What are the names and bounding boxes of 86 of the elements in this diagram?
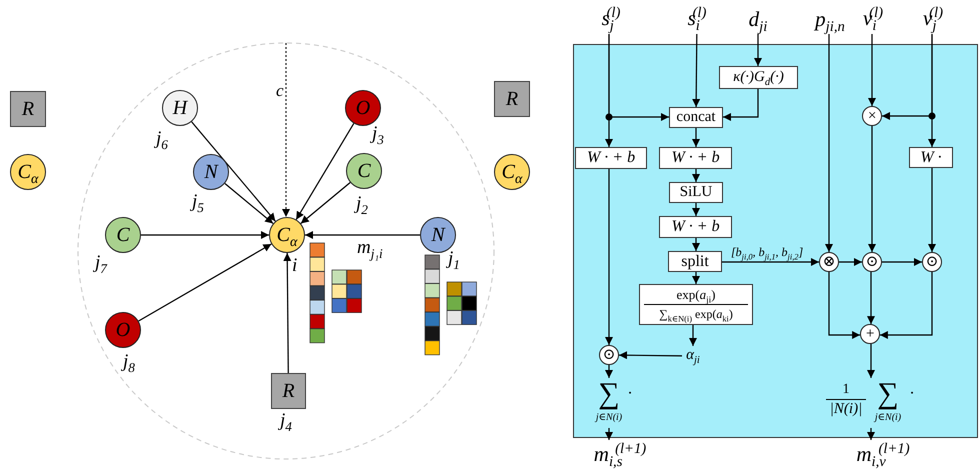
linear-layer-box: W · + b: [659, 147, 732, 169]
arrow: [928, 168, 936, 252]
sum-index: j∈N(i): [594, 411, 624, 425]
arrow: [692, 128, 700, 147]
fraction-numerator: exp(a$_{ji}$): [675, 286, 716, 303]
atom-circle: C$_{α}$: [10, 154, 46, 190]
fraction-denominator: ∑$_{k∈N(i)}$ exp(a$_{ki}$): [644, 304, 748, 322]
linear-layer-box: W ·: [909, 147, 953, 168]
arrow: [723, 89, 759, 121]
arrow: [754, 34, 762, 66]
operation-box: concat: [669, 107, 723, 128]
arrow: [692, 272, 700, 284]
atom-circle: O: [105, 312, 141, 348]
arrow: [692, 203, 700, 216]
arrow: [880, 272, 933, 339]
softmax-box: [639, 284, 753, 325]
module-panel: [573, 44, 978, 438]
atom-index-label: j$_{6}$: [156, 129, 168, 148]
atom-index-label: j$_{2}$: [356, 194, 368, 213]
operator-circle: +: [860, 324, 880, 344]
atom-index-label: j$_{3}$: [372, 124, 384, 143]
atom-index-label: j$_{8}$: [123, 352, 135, 371]
operator-circle: ⊙: [922, 252, 942, 272]
arrow: [692, 34, 700, 107]
dot-symbol: ·: [626, 386, 634, 402]
operator-circle: ⊙: [862, 252, 882, 272]
operator-circle: ⊙: [599, 345, 619, 365]
activation-box: SiLU: [669, 182, 723, 203]
linear-layer-box: W · + b: [659, 216, 732, 238]
atom-circle: C: [105, 217, 141, 253]
arrow: [867, 428, 875, 440]
input-label: p$_{ji,n}$: [805, 6, 855, 34]
input-label: d$_{ji}$: [740, 6, 776, 34]
arrow: [839, 258, 862, 266]
arrow: [722, 258, 819, 266]
arrow: [141, 231, 269, 239]
arrow: [224, 183, 274, 224]
arrow: [605, 169, 613, 345]
arrow: [825, 34, 833, 252]
arrow: [868, 34, 876, 106]
residue-box: R: [10, 91, 46, 127]
atom-index-label: i: [292, 256, 298, 275]
arrow: [868, 126, 876, 252]
arrow: [300, 182, 351, 224]
sum-symbol: ∑: [876, 378, 900, 410]
arrow: [619, 351, 682, 360]
arrow: [138, 243, 272, 322]
arrow: [191, 121, 276, 222]
atom-circle: N: [420, 217, 456, 253]
atom-circle: N: [193, 154, 229, 190]
fraction-numerator: 1: [842, 382, 850, 398]
arrow: [689, 325, 697, 346]
arrow: [882, 258, 922, 266]
arrow: [867, 272, 875, 324]
dot-symbol: ·: [908, 386, 916, 402]
arrow: [867, 344, 875, 378]
sum-symbol: ∑: [597, 378, 621, 410]
operator-circle: ⊗: [819, 252, 839, 272]
residue-box: R: [494, 81, 530, 117]
linear-layer-box: W · + b: [575, 147, 647, 169]
atom-circle: C$_{α}$: [494, 154, 530, 190]
arrow: [283, 253, 292, 373]
sum-index: j∈N(i): [872, 411, 902, 425]
atom-circle: H: [162, 90, 198, 126]
residue-box: R: [271, 373, 306, 409]
fraction-denominator: |N(i)|: [826, 399, 866, 417]
atom-index-label: j$_{5}$: [192, 192, 204, 211]
atom-index-label: j$_{4}$: [280, 411, 292, 430]
atom-circle: O: [345, 90, 381, 126]
operator-circle: ×: [862, 106, 882, 126]
arrow: [305, 231, 420, 239]
atom-circle: C: [346, 153, 382, 189]
arrow: [828, 272, 860, 339]
function-box: κ(·)G$_{d}$(·): [719, 66, 798, 89]
atom-index-label: j$_{7}$: [95, 253, 107, 272]
radius-label: c: [275, 82, 285, 99]
attention-weight-label: α$_{ji}$: [682, 346, 704, 366]
arrow: [692, 169, 700, 182]
arrow: [928, 34, 936, 147]
arrow: [692, 238, 700, 251]
arrow: [296, 123, 354, 220]
operation-box: split: [668, 251, 722, 272]
arrow: [605, 365, 613, 378]
atom-circle: C$_{α}$: [269, 217, 305, 253]
arrow: [608, 34, 669, 121]
arrow: [605, 428, 613, 440]
